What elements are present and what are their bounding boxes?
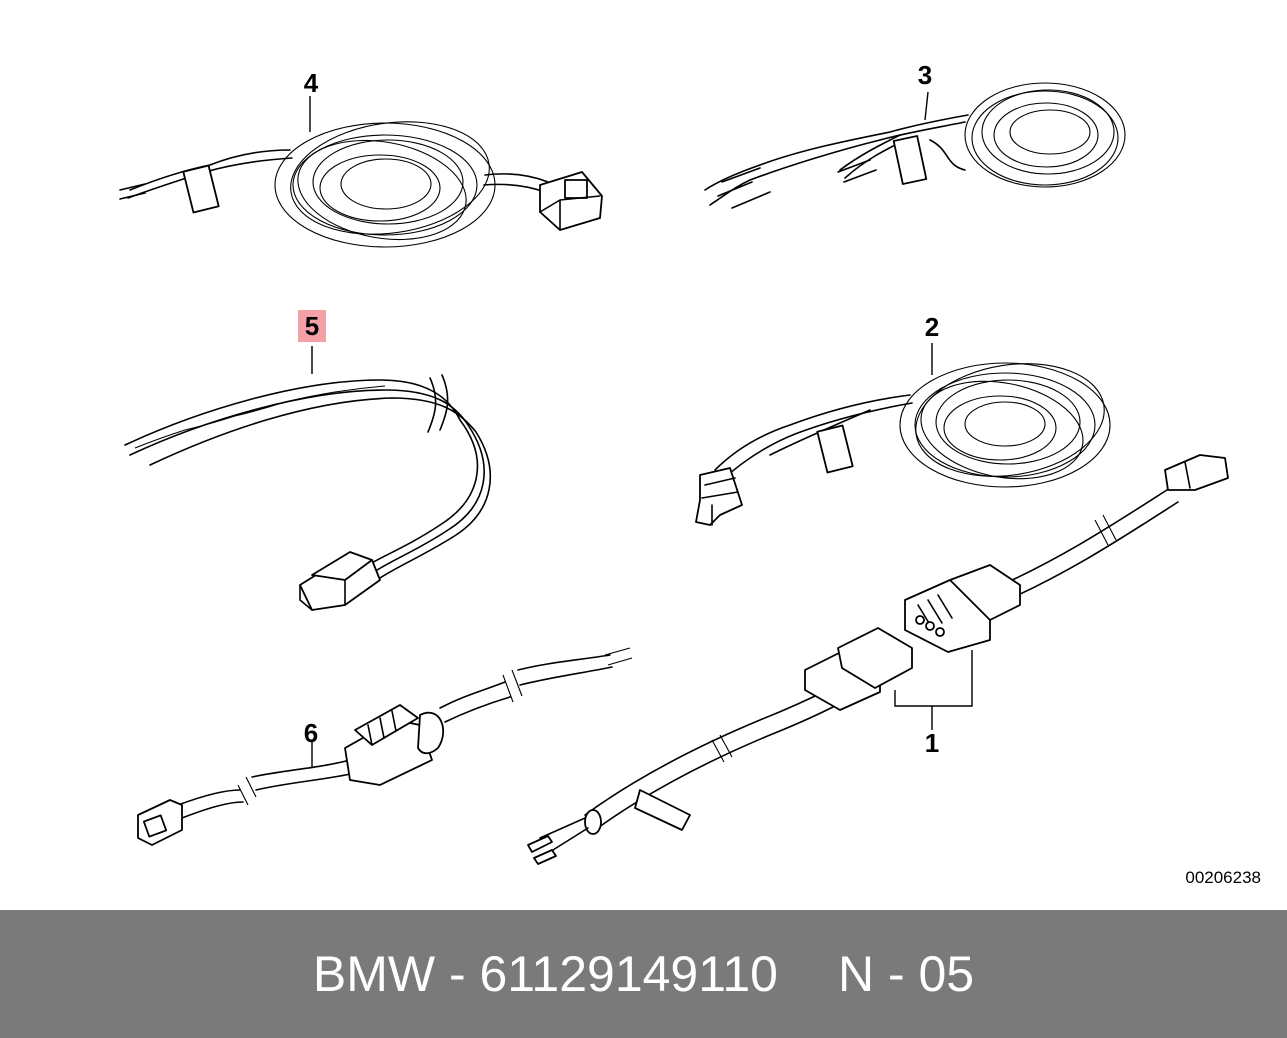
parts-diagram: 4 3 5 2 6 1 00206238 <box>119 60 1261 887</box>
callout-3: 3 <box>917 60 933 90</box>
callout-1: 1 <box>924 728 940 758</box>
harness-part-6[interactable] <box>137 647 633 846</box>
wiring-illustration <box>119 82 1229 865</box>
harness-part-2[interactable] <box>695 351 1112 526</box>
callout-5-highlighted: 5 <box>298 310 326 342</box>
harness-part-1[interactable] <box>527 454 1229 865</box>
callout-6: 6 <box>303 718 319 748</box>
harness-part-4[interactable] <box>119 110 603 252</box>
callout-4: 4 <box>303 68 319 98</box>
harness-part-5[interactable] <box>124 374 492 611</box>
part-number-banner: BMW - 61129149110 N - 05 <box>0 910 1287 1038</box>
harness-part-3[interactable] <box>704 82 1126 209</box>
callout-2: 2 <box>924 312 940 342</box>
brand-part-number: BMW - 61129149110 <box>312 946 778 1002</box>
diagram-reference-code: 00206238 <box>1185 868 1261 887</box>
diagram-position: N - 05 <box>837 946 975 1002</box>
